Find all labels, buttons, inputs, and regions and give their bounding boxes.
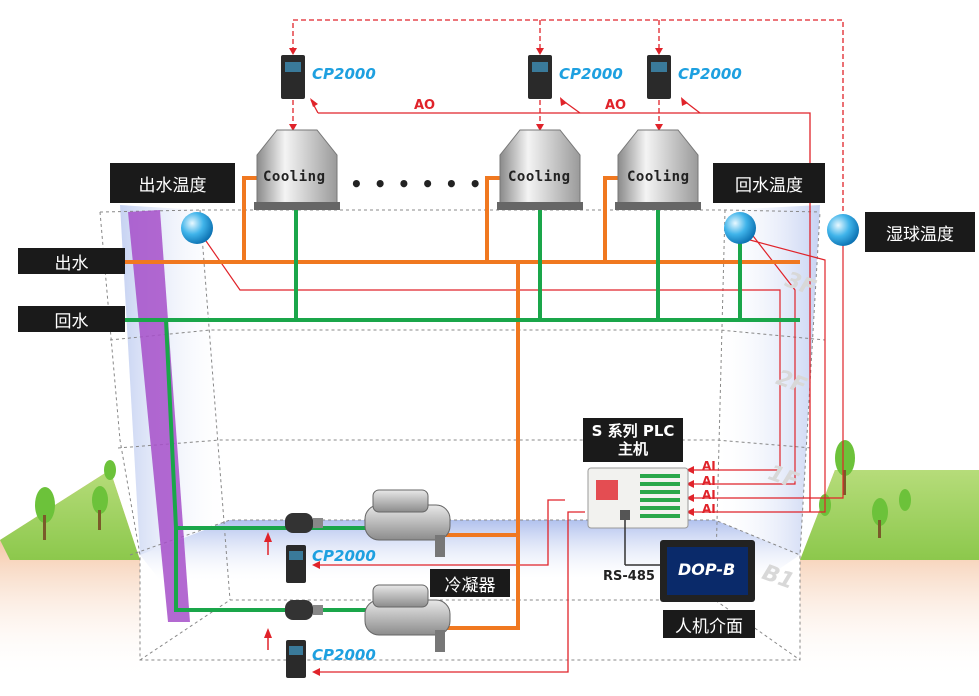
- plc-label: S 系列 PLC 主机: [583, 418, 683, 462]
- ai-label-1: AI: [702, 459, 716, 473]
- cooling-label-1: Cooling: [263, 169, 326, 185]
- cooling-label-3: Cooling: [627, 169, 690, 185]
- chillers: [364, 489, 451, 652]
- outlet-water-pipes: [120, 176, 800, 630]
- control-lines: [292, 19, 844, 215]
- ai-label-4: AI: [702, 502, 716, 516]
- plc-label-line1: S 系列 PLC: [591, 422, 675, 440]
- cooling-label-2: Cooling: [508, 169, 571, 185]
- hmi-screen-text: DOP-B: [678, 560, 736, 579]
- return-temp-label: 回水温度: [713, 163, 825, 203]
- trees: [35, 440, 911, 540]
- drive-label-1: CP2000: [312, 65, 376, 83]
- outlet-water-label: 出水: [18, 248, 125, 274]
- outlet-temp-sensor: [181, 212, 213, 244]
- plc-unit: [587, 467, 689, 529]
- arrowheads: [289, 48, 663, 131]
- outlet-temp-label: 出水温度: [110, 163, 235, 203]
- ao-label-2: AO: [605, 98, 627, 113]
- drive-label-5: CP2000: [312, 646, 376, 664]
- wetbulb-temp-label: 湿球温度: [865, 212, 975, 252]
- ground-left: [0, 470, 140, 680]
- ai-lines: [196, 227, 844, 513]
- return-water-label: 回水: [18, 306, 125, 332]
- plc-label-line2: 主机: [617, 440, 648, 458]
- wetbulb-temp-sensor: [827, 214, 859, 246]
- ai-label-3: AI: [702, 488, 716, 502]
- vfd-drives: [281, 55, 671, 678]
- drive-label-2: CP2000: [559, 65, 623, 83]
- drive-label-4: CP2000: [312, 547, 376, 565]
- hmi-label: 人机介面: [663, 610, 755, 638]
- more-towers-dots: • • • • • •: [350, 172, 484, 196]
- drive-label-3: CP2000: [678, 65, 742, 83]
- return-temp-sensor: [724, 212, 756, 244]
- ao-label-1: AO: [414, 98, 436, 113]
- rs485-label: RS-485: [603, 569, 655, 584]
- hmi-unit: [660, 540, 755, 602]
- ai-label-2: AI: [702, 474, 716, 488]
- condenser-label: 冷凝器: [430, 569, 510, 597]
- cooling-towers: [254, 129, 701, 210]
- pumps: [285, 513, 323, 620]
